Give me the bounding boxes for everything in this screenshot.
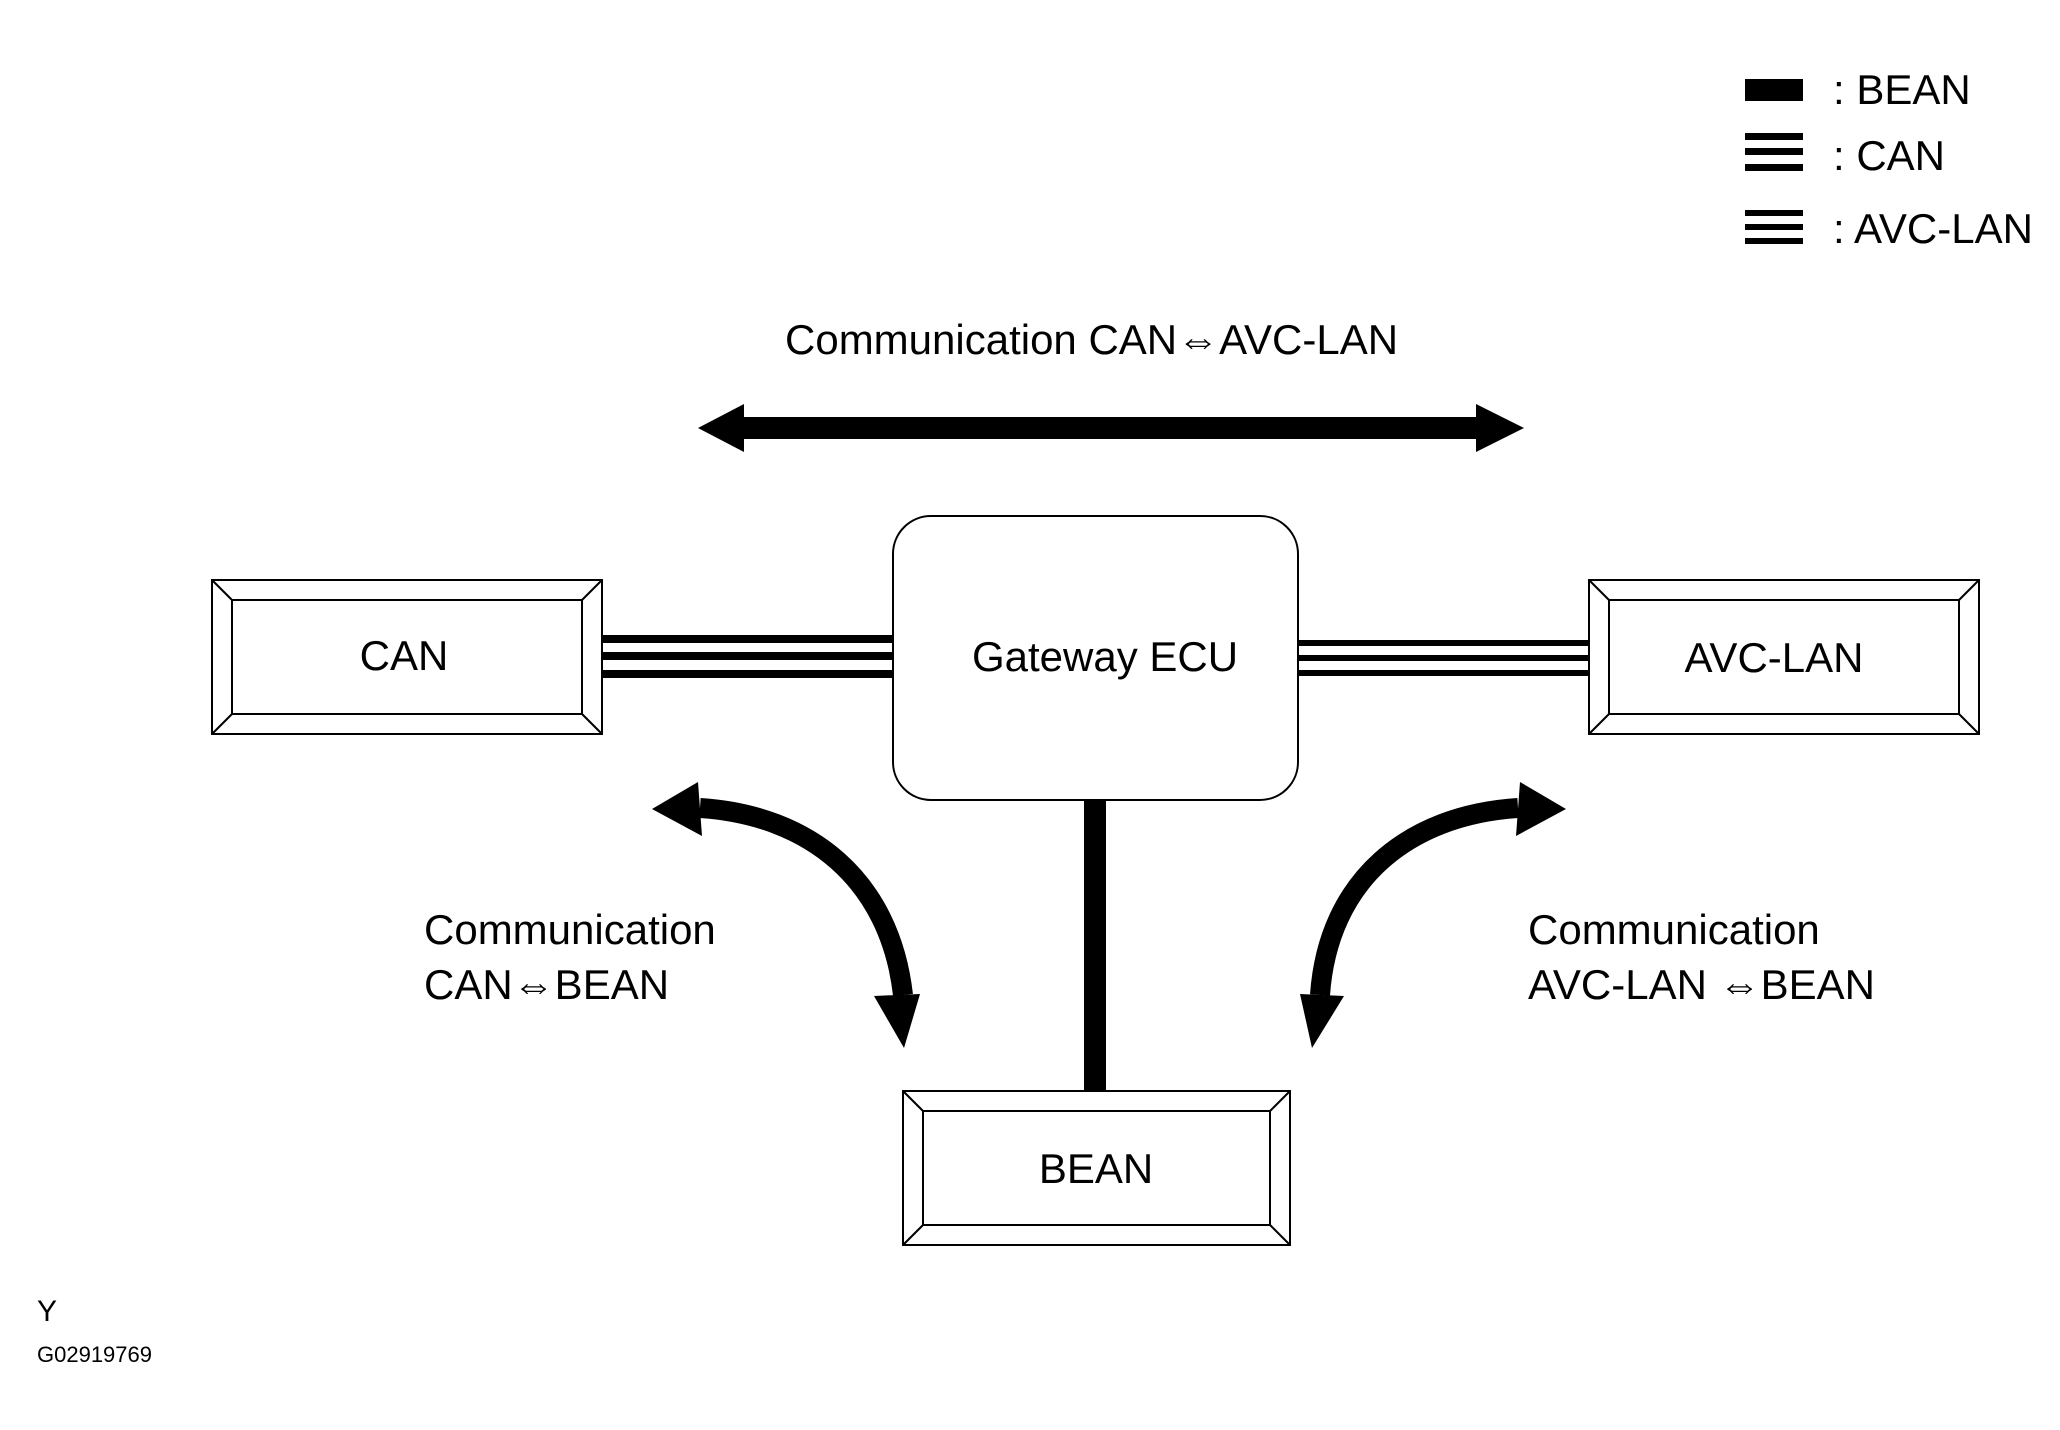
gateway-ecu-label: Gateway ECU: [972, 633, 1238, 680]
bean-line-sample: [1745, 79, 1803, 101]
curved-arrow-avc-bean: [1300, 782, 1566, 1048]
footer-code-letter: Y: [37, 1295, 57, 1328]
communication-can-avc-label: Communication CAN⇔AVC-LAN: [785, 316, 1398, 363]
legend-can-label: : CAN: [1833, 132, 1945, 179]
legend-item-avc-lan: : AVC-LAN: [1745, 205, 2033, 252]
can-bus-line: [602, 635, 893, 678]
avc-lan-node-label: AVC-LAN: [1685, 634, 1864, 681]
communication-can-bean-label: Communication CAN⇔BEAN: [424, 906, 716, 1008]
bean-bus-line: [1084, 800, 1106, 1091]
bean-node-label: BEAN: [1039, 1145, 1153, 1192]
svg-text:AVC-LAN ⇔BEAN: AVC-LAN ⇔BEAN: [1528, 961, 1875, 1008]
footer-figure-id: G02919769: [37, 1342, 152, 1367]
can-node: CAN: [211, 579, 603, 735]
avc-lan-bus-line: [1298, 640, 1589, 676]
avc-lan-line-sample: [1745, 210, 1803, 244]
communication-avc-bean-label: Communication AVC-LAN ⇔BEAN: [1528, 906, 1875, 1008]
legend-bean-label: : BEAN: [1833, 66, 1971, 113]
legend-item-bean: : BEAN: [1745, 66, 1971, 113]
legend: : BEAN : CAN : AVC-LAN: [1745, 66, 2033, 252]
legend-avc-lan-label: : AVC-LAN: [1833, 205, 2033, 252]
bean-node: BEAN: [902, 1090, 1291, 1246]
svg-text:Communication: Communication: [1528, 906, 1820, 953]
double-arrow-can-avc: [698, 404, 1524, 452]
svg-text:Communication: Communication: [424, 906, 716, 953]
curved-arrow-can-bean: [652, 782, 920, 1048]
can-line-sample: [1745, 133, 1803, 171]
avc-lan-node: AVC-LAN: [1588, 579, 1980, 735]
can-node-label: CAN: [360, 632, 449, 679]
gateway-ecu-node: Gateway ECU: [892, 515, 1299, 801]
legend-item-can: : CAN: [1745, 132, 1945, 179]
svg-text:CAN⇔BEAN: CAN⇔BEAN: [424, 961, 669, 1008]
